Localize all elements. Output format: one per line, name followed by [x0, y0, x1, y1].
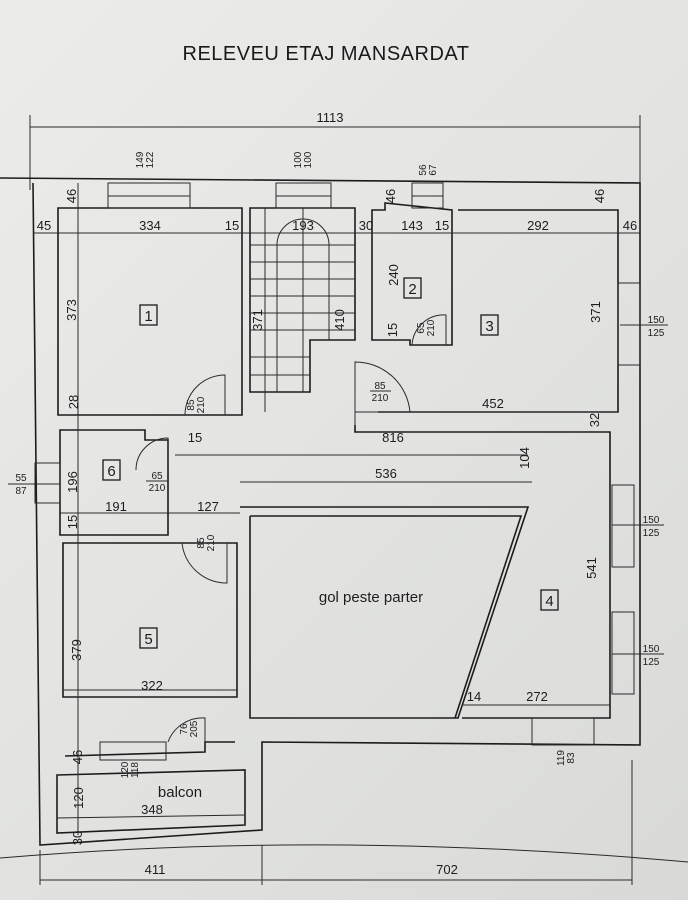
- walls: [0, 177, 641, 846]
- dim: 32: [587, 413, 602, 427]
- dim: 371: [588, 301, 603, 323]
- room-5-label: 5: [144, 631, 152, 648]
- plan-title: RELEVEU ETAJ MANSARDAT: [183, 43, 470, 65]
- opening-width: 150: [648, 315, 665, 326]
- dim: 46: [592, 189, 607, 203]
- dim: 536: [375, 466, 397, 481]
- dim: 452: [482, 396, 504, 411]
- dim: 46: [70, 750, 85, 764]
- dim: 373: [64, 299, 79, 321]
- dim: 15: [188, 430, 202, 445]
- dim: 191: [105, 499, 127, 514]
- opening-height: 118: [130, 762, 141, 778]
- vertical-dimension-texts: 46 46 46 373 371 410 240 15 371 28 32 19…: [64, 189, 607, 845]
- dim: 193: [292, 218, 314, 233]
- opening-width: 149: [135, 151, 146, 168]
- opening-height: 125: [643, 657, 660, 668]
- dim: 541: [584, 557, 599, 579]
- balcony-label: balcon: [158, 784, 202, 801]
- dim: 15: [435, 218, 449, 233]
- doors: [135, 314, 447, 743]
- overall-dimension: 1113: [29, 110, 641, 190]
- dim: 127: [197, 499, 219, 514]
- dim: 322: [141, 678, 163, 693]
- opening-width: 85: [374, 381, 386, 392]
- dim: 410: [332, 309, 347, 331]
- room-2-label: 2: [408, 281, 416, 298]
- dim: 28: [66, 395, 81, 409]
- room-tags: 1 2 3 4 5 6 gol peste parter balcon: [102, 277, 559, 801]
- dim: 816: [382, 430, 404, 445]
- opening-height: 210: [206, 534, 217, 551]
- dim: 371: [250, 309, 265, 331]
- opening-width: 76: [179, 723, 190, 735]
- room-3-label: 3: [485, 318, 493, 335]
- opening-height: 125: [643, 528, 660, 539]
- opening-height: 83: [566, 752, 577, 764]
- opening-height: 210: [426, 319, 437, 336]
- staircase: [250, 208, 355, 392]
- dim: 143: [401, 218, 423, 233]
- dim: 702: [436, 862, 458, 877]
- dim: 15: [225, 218, 239, 233]
- windows: [34, 182, 641, 761]
- dim: 292: [527, 218, 549, 233]
- opening-width: 150: [643, 644, 660, 655]
- dim: 196: [65, 471, 80, 493]
- opening-height: 87: [15, 486, 27, 497]
- dim: 46: [383, 189, 398, 203]
- dim: 30: [70, 831, 85, 845]
- opening-height: 125: [648, 328, 665, 339]
- dim: 30: [359, 218, 373, 233]
- dim: 411: [145, 862, 166, 877]
- opening-width: 55: [15, 473, 27, 484]
- dim: 15: [65, 515, 80, 529]
- opening-width: 150: [643, 515, 660, 526]
- opening-width: 119: [556, 750, 567, 766]
- room-1-label: 1: [144, 308, 152, 325]
- dim: 104: [517, 447, 532, 469]
- dim: 379: [69, 639, 84, 661]
- opening-width: 56: [418, 164, 429, 176]
- dim: 46: [64, 189, 79, 203]
- dim: 334: [139, 218, 161, 233]
- room-4-label: 4: [545, 593, 553, 610]
- dim: 120: [71, 787, 86, 809]
- opening-height: 210: [149, 483, 166, 494]
- opening-height: 210: [196, 396, 207, 413]
- opening-width: 65: [151, 471, 163, 482]
- opening-width: 65: [416, 322, 427, 334]
- dim: 272: [526, 689, 548, 704]
- dim: 240: [386, 264, 401, 286]
- opening-width: 100: [293, 151, 304, 168]
- dim: 15: [385, 323, 400, 337]
- void-label: gol peste parter: [319, 589, 423, 606]
- opening-height: 67: [428, 164, 439, 176]
- dim: 45: [37, 218, 51, 233]
- dim-overall-width: 1113: [317, 110, 344, 125]
- opening-width: 85: [186, 399, 197, 411]
- dimension-texts: 45 334 15 193 30 143 15 292 46 452 15 81…: [37, 218, 637, 877]
- opening-width: 120: [120, 761, 131, 778]
- dim: 348: [141, 802, 163, 817]
- opening-width: 85: [196, 537, 207, 549]
- room-6-label: 6: [107, 463, 115, 480]
- opening-height: 205: [189, 720, 200, 737]
- opening-height: 100: [303, 151, 314, 168]
- dim: 14: [467, 689, 481, 704]
- opening-height: 210: [372, 393, 389, 404]
- dim: 46: [623, 218, 637, 233]
- dimension-lines: [0, 183, 688, 885]
- opening-height: 122: [145, 151, 156, 168]
